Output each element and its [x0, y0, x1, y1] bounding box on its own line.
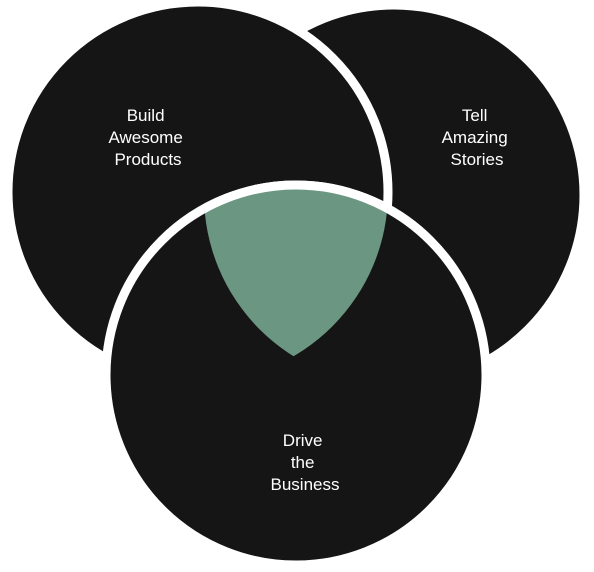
label-tell-amazing-stories: Tell Amazing Stories — [442, 106, 513, 169]
label-build-awesome-products: Build Awesome Products — [108, 106, 187, 169]
label-drive-the-business: Drive the Business — [271, 431, 340, 494]
